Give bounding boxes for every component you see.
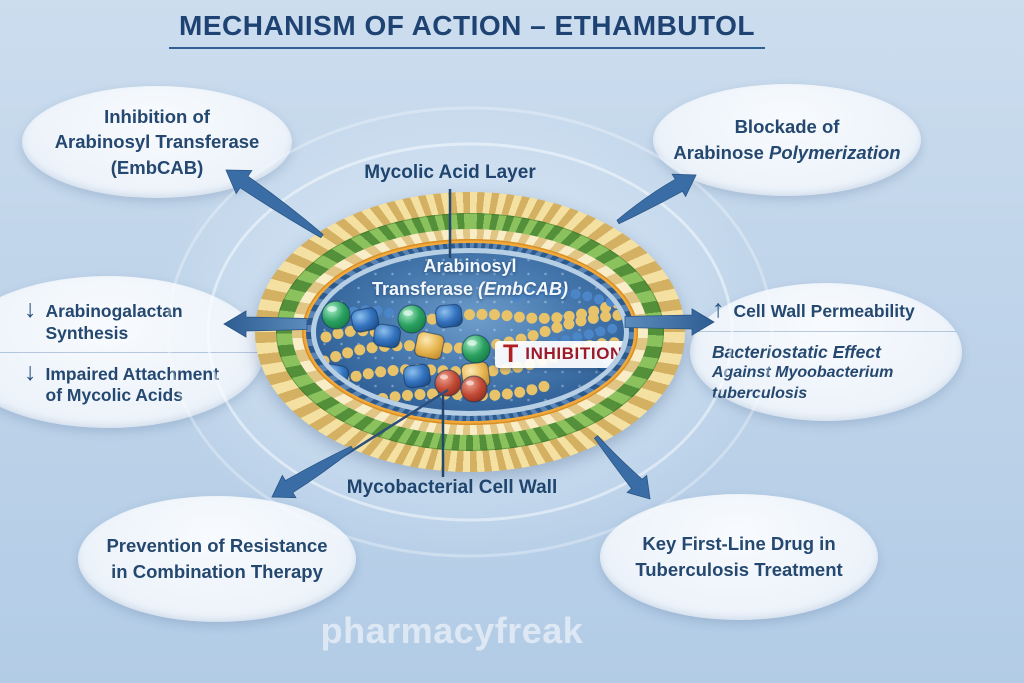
bubble-line: Arabinose Polymerization — [673, 140, 900, 166]
cell-interior: Arabinosyl Transferase (EmbCAB) — [316, 253, 624, 411]
bubble-cell-wall-permeability: ↑ Cell Wall Permeability Bacteriostatic … — [690, 283, 962, 421]
bubble-line: Tuberculosis Treatment — [635, 559, 843, 580]
bubble-key-first-line-drug: Key First-Line Drug in Tuberculosis Trea… — [600, 494, 878, 620]
bubble-arabinogalactan-synthesis: ↓ Arabinogalactan Synthesis ↓ Impaired A… — [0, 276, 264, 428]
page-title: MECHANISM OF ACTION – ETHAMBUTOL — [169, 10, 765, 49]
bubble-line: (EmbCAB) — [110, 156, 204, 178]
bubble-line: in Combination Therapy — [111, 561, 323, 582]
bubble-blockade-of-arabinose-polymerization: Blockade of Arabinose Polymerization — [653, 84, 921, 196]
bubble-inhibition-of-arabinosyl-transferase: Inhibition of Arabinosyl Transferase (Em… — [22, 86, 292, 198]
bubble-line: Inhibition of — [104, 105, 210, 127]
list-item: ↑ Cell Wall Permeability — [712, 295, 948, 324]
bubble-line: Arabinosyl Transferase — [54, 131, 260, 153]
list-item: ↓ Arabinogalactan Synthesis — [24, 295, 238, 344]
enzyme-label-line: Transferase (EmbCAB) — [371, 279, 569, 300]
mycolic-acid-layer-label: Mycolic Acid Layer — [364, 162, 536, 183]
t-inhibition-icon: T — [503, 340, 519, 368]
up-arrow-icon: ↑ — [712, 295, 725, 324]
down-arrow-icon: ↓ — [24, 358, 37, 386]
bubble-text: Cell Wall Permeability — [733, 301, 915, 322]
down-arrow-icon: ↓ — [24, 295, 37, 324]
bubble-text: Arabinogalactan Synthesis — [45, 301, 183, 343]
bubble-text: Polymerization — [769, 142, 901, 163]
bubble-line: Blockade of — [734, 116, 840, 138]
watermark: pharmacyfreak — [320, 610, 584, 651]
bubble-text: Bacteriostatic Effect — [712, 341, 881, 362]
bubble-line: Prevention of Resistance — [106, 535, 328, 557]
bubble-text: Arabinose — [673, 142, 769, 163]
divider — [0, 352, 258, 353]
enzyme-label-line: Arabinosyl — [423, 256, 517, 276]
bubble-line: Key First-Line Drug in — [642, 533, 836, 555]
inhibition-badge: T INHIBITION — [495, 341, 624, 368]
bubble-text: Against Myoobacterium tuberculosis — [712, 364, 894, 403]
inhibition-label: INHIBITION — [525, 344, 623, 363]
bubble-prevention-of-resistance: Prevention of Resistance in Combination … — [78, 496, 356, 622]
bacterial-cell-illustration: Arabinosyl Transferase (EmbCAB) — [255, 192, 685, 472]
mycobacterial-cell-wall-label: Mycobacterial Cell Wall — [346, 477, 558, 498]
enzyme-label: Arabinosyl Transferase (EmbCAB) — [316, 255, 624, 302]
divider — [694, 330, 956, 332]
